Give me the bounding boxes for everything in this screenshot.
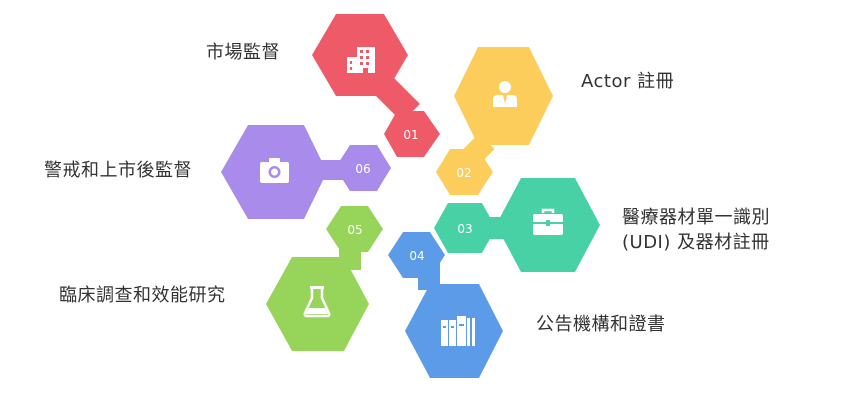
small-hexagon-05 bbox=[326, 206, 383, 252]
item-02: 02 bbox=[436, 47, 553, 195]
label-05: 臨床調查和效能研究 bbox=[59, 285, 226, 306]
number-03: 03 bbox=[457, 222, 472, 236]
number-01: 01 bbox=[403, 128, 418, 142]
big-hexagon-05 bbox=[266, 257, 369, 351]
label-03-line-2: (UDI) 及器材註冊 bbox=[622, 232, 770, 253]
item-05: 05 bbox=[266, 206, 383, 351]
label-03-line-1: 醫療器材單一識別 bbox=[622, 207, 770, 228]
item-03: 03 bbox=[434, 178, 600, 272]
number-04: 04 bbox=[409, 249, 424, 263]
building-icon bbox=[347, 47, 375, 73]
small-hexagon-06 bbox=[335, 145, 391, 191]
small-hexagon-04 bbox=[388, 232, 445, 278]
number-02: 02 bbox=[456, 166, 471, 180]
item-06: 06 bbox=[221, 125, 391, 219]
item-01: 01 bbox=[312, 14, 440, 157]
briefcase-icon bbox=[533, 208, 563, 235]
small-hexagon-01 bbox=[384, 111, 440, 157]
small-hexagon-03 bbox=[434, 203, 496, 253]
label-02: Actor 註冊 bbox=[581, 71, 675, 92]
camera-icon bbox=[260, 158, 289, 183]
item-04: 04 bbox=[388, 232, 503, 378]
label-06: 警戒和上市後監督 bbox=[44, 160, 192, 181]
small-hexagon-02 bbox=[436, 149, 493, 195]
number-05: 05 bbox=[347, 223, 362, 237]
number-06: 06 bbox=[355, 162, 370, 176]
label-04: 公告機構和證書 bbox=[536, 314, 666, 335]
flask-icon bbox=[303, 286, 331, 318]
label-01: 市場監督 bbox=[206, 42, 280, 63]
person-icon bbox=[493, 81, 517, 107]
books-icon bbox=[441, 316, 475, 346]
